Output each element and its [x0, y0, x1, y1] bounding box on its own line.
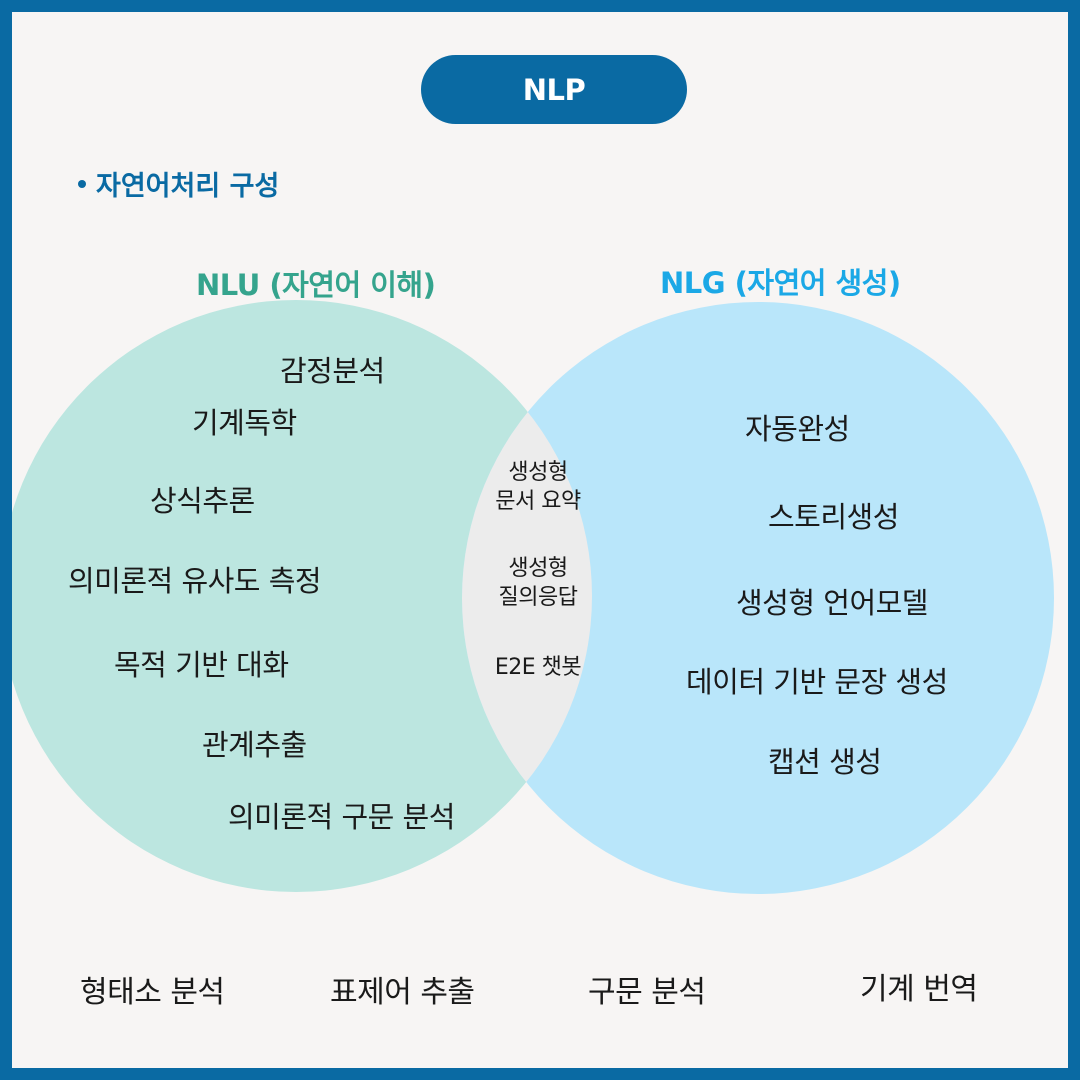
nlu-item: 의미론적 유사도 측정 — [68, 564, 322, 598]
nlu-circle — [12, 300, 592, 892]
title-badge: NLP — [421, 55, 687, 124]
overlap-item: 생성형 문서 요약 — [468, 458, 608, 516]
overlap-item-line: 생성형 — [508, 460, 568, 485]
title-text: NLP — [522, 72, 586, 107]
nlu-item: 의미론적 구문 분석 — [228, 800, 455, 834]
bullet-icon — [78, 179, 86, 188]
overlap-item-line: 문서 요약 — [495, 489, 581, 514]
bottom-item: 형태소 분석 — [80, 975, 225, 1010]
bottom-item: 표제어 추출 — [330, 975, 475, 1010]
nlu-item: 상식추론 — [150, 484, 255, 518]
nlg-item: 생성형 언어모델 — [736, 586, 928, 620]
nlg-item: 캡션 생성 — [768, 745, 882, 779]
bottom-item: 기계 번역 — [860, 972, 978, 1007]
nlg-circle — [462, 302, 1054, 894]
nlu-label: NLU (자연어 이해) — [196, 268, 436, 302]
nlu-item: 관계추출 — [202, 728, 307, 762]
nlg-label: NLG (자연어 생성) — [660, 266, 901, 300]
nlg-item: 자동완성 — [745, 412, 850, 446]
nlg-item: 데이터 기반 문장 생성 — [686, 665, 948, 699]
overlap-item-line: E2E 챗봇 — [494, 655, 582, 680]
overlap-item: E2E 챗봇 — [468, 653, 608, 682]
nlu-item: 기계독학 — [192, 406, 297, 440]
overlap-item: 생성형 질의응답 — [468, 554, 608, 612]
nlu-item: 감정분석 — [280, 354, 385, 388]
section-heading-text: 자연어처리 구성 — [96, 171, 280, 202]
section-heading: 자연어처리 구성 — [78, 164, 279, 203]
nlg-item: 스토리생성 — [768, 500, 899, 534]
bottom-item: 구문 분석 — [588, 975, 706, 1010]
nlu-item: 목적 기반 대화 — [114, 648, 289, 682]
overlap-item-line: 생성형 — [508, 556, 568, 581]
overlap-item-line: 질의응답 — [498, 585, 578, 610]
venn-diagram — [12, 300, 1054, 894]
